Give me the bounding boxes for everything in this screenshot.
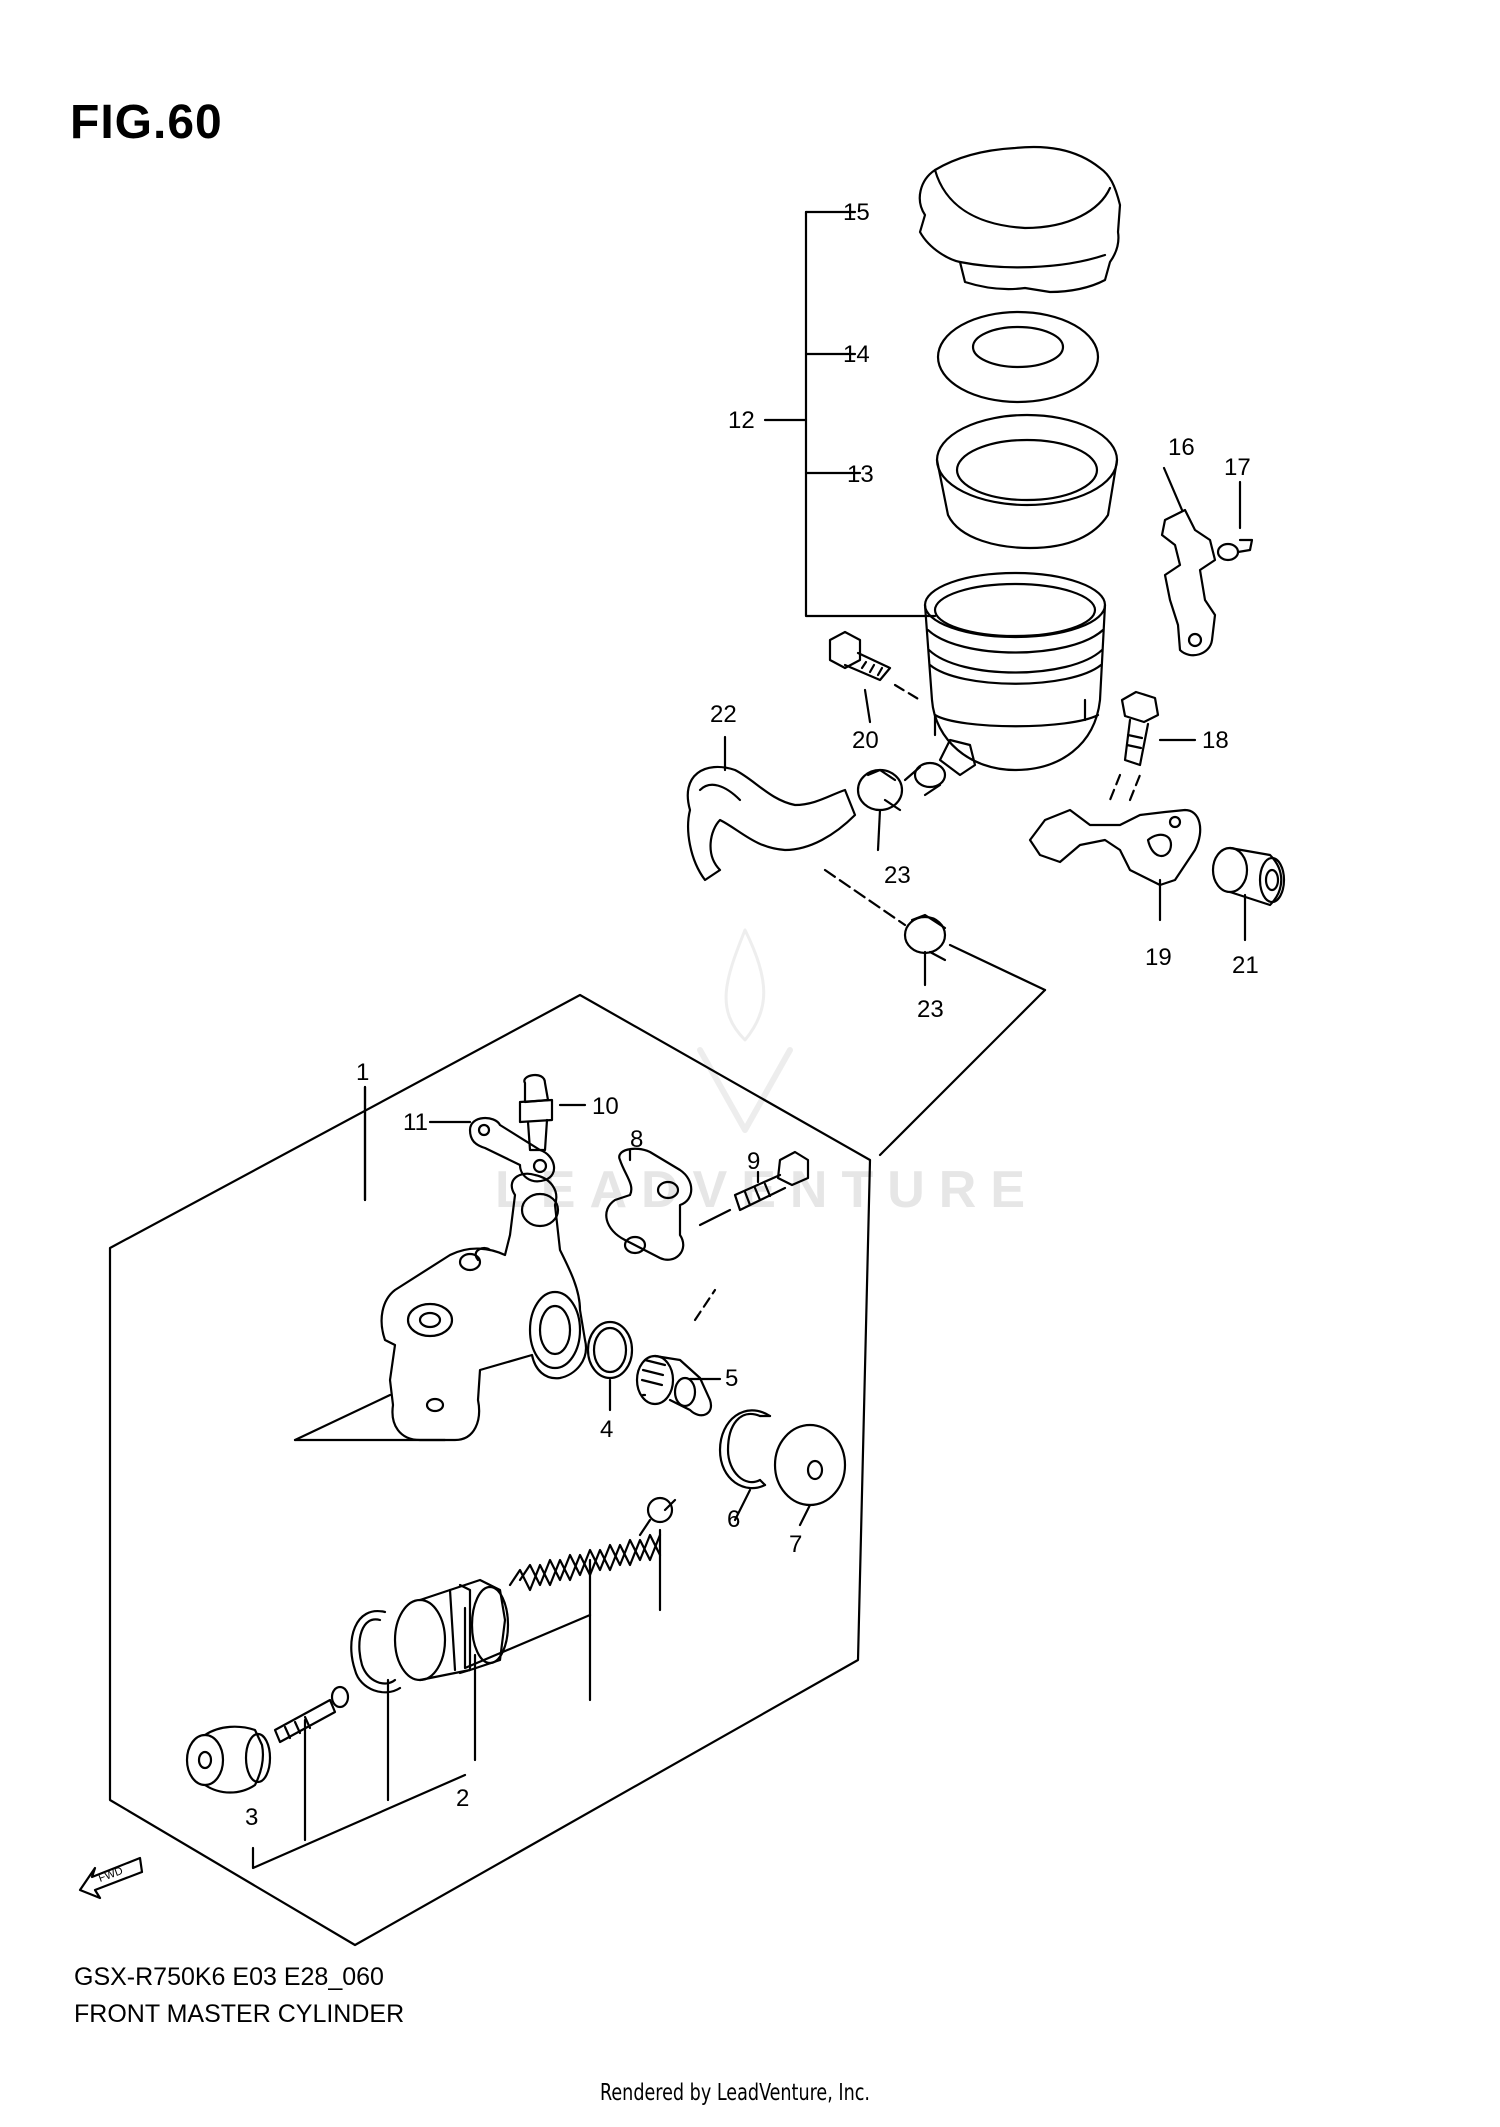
- reservoir-bracket-lines: [763, 210, 937, 618]
- callout-7: 7: [789, 1531, 802, 1558]
- fwd-arrow-icon: [78, 1856, 144, 1900]
- spring-drawing: [508, 1496, 677, 1592]
- reservoir-body-drawing: [903, 571, 1107, 797]
- circlip-6-drawing: [718, 1409, 772, 1490]
- connector-5-drawing: [635, 1288, 717, 1417]
- callout-9: 9: [747, 1148, 760, 1175]
- hose-routing-lines: [823, 868, 1047, 1157]
- figure-title: FIG.60: [70, 96, 223, 149]
- callout-12: 12: [728, 407, 755, 434]
- rendered-by-credit: Rendered by LeadVenture, Inc.: [600, 2080, 870, 2106]
- callout-1: 1: [356, 1059, 369, 1086]
- model-code: GSX-R750K6 E03 E28_060: [74, 1963, 384, 1991]
- callout-13: 13: [847, 461, 874, 488]
- cap-7-drawing: [773, 1423, 847, 1507]
- diagram-caption: FRONT MASTER CYLINDER: [74, 2000, 405, 2028]
- callout-19: 19: [1145, 944, 1172, 971]
- callout-16: 16: [1168, 434, 1195, 461]
- piston-leader-lines: [251, 1393, 662, 1870]
- callout-23-lower: 23: [917, 996, 944, 1023]
- holder-8-drawing: [605, 1147, 693, 1261]
- callout-11: 11: [403, 1109, 428, 1136]
- assembly-box-lines: [108, 993, 872, 1947]
- watermark-logo-icon: [697, 928, 793, 1133]
- push-rod-drawing: [273, 1685, 350, 1744]
- callout-5: 5: [725, 1365, 738, 1392]
- master-cylinder-body-drawing: [380, 1172, 588, 1442]
- cap-11-drawing: [468, 1117, 556, 1183]
- circlip-2-drawing: [350, 1610, 402, 1694]
- callout-leader-lines: [363, 466, 1247, 1527]
- callout-10: 10: [592, 1093, 619, 1120]
- callout-14: 14: [843, 341, 870, 368]
- watermark-text: LEADVENTURE: [495, 1161, 1039, 1219]
- plate-drawing: [935, 413, 1119, 550]
- callout-17: 17: [1224, 454, 1251, 481]
- callout-4: 4: [600, 1416, 613, 1443]
- callout-22: 22: [710, 701, 737, 728]
- reservoir-cap-drawing: [918, 145, 1122, 294]
- boot-3-drawing: [185, 1725, 272, 1794]
- callout-21: 21: [1232, 952, 1259, 979]
- callout-8: 8: [630, 1126, 643, 1153]
- hose-22-drawing: [686, 765, 857, 882]
- callout-20: 20: [852, 727, 879, 754]
- callout-23-upper: 23: [884, 862, 911, 889]
- bracket-19-drawing: [1028, 773, 1202, 887]
- clamp-23-upper-drawing: [856, 768, 904, 812]
- callout-numbers: 1 2 3 4 5 6 7 8 9 10 11 12 13 14 15 16 1…: [245, 199, 1259, 1831]
- screw-17-drawing: [1216, 538, 1254, 562]
- callout-15: 15: [843, 199, 870, 226]
- callout-2: 2: [456, 1785, 469, 1812]
- diaphragm-drawing: [936, 310, 1100, 404]
- bleeder-valve-drawing: [518, 1074, 587, 1152]
- callout-6: 6: [727, 1506, 740, 1533]
- bolt-9-drawing: [698, 1150, 810, 1227]
- bolt-20-drawing: [828, 630, 922, 702]
- cushion-21-drawing: [1211, 846, 1286, 907]
- bolt-18-drawing: [1108, 690, 1160, 802]
- piston-drawing: [393, 1578, 510, 1682]
- o-ring-4-drawing: [586, 1320, 634, 1380]
- callout-18: 18: [1202, 727, 1229, 754]
- bracket-16-drawing: [1160, 508, 1217, 657]
- callout-3: 3: [245, 1804, 258, 1831]
